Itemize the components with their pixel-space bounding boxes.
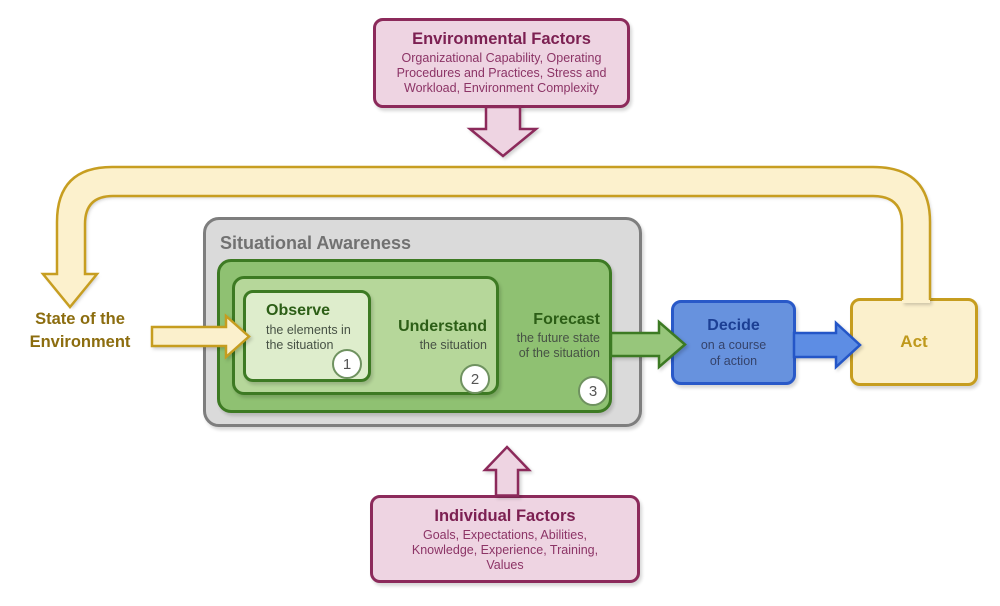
forecast-text: Forecast the future state of the situati… <box>517 310 600 361</box>
understand-title: Understand <box>398 318 487 335</box>
act-title: Act <box>900 332 928 351</box>
level-1-number: 1 <box>342 355 352 373</box>
level-1-badge: 1 <box>332 349 362 379</box>
environmental-factors-box: Environmental Factors Organizational Cap… <box>373 18 630 108</box>
individual-factors-box: Individual Factors Goals, Expectations, … <box>370 495 640 583</box>
level-3-badge: 3 <box>578 376 608 406</box>
state-of-environment-label: State of the Environment <box>29 310 131 351</box>
understand-text: Understand the situation <box>398 317 487 353</box>
level-3-number: 3 <box>588 382 598 400</box>
level-2-badge: 2 <box>460 364 490 394</box>
situational-awareness-title: Situational Awareness <box>220 233 412 253</box>
environmental-factors-body: Organizational Capability, Operating Pro… <box>396 51 607 95</box>
decide-box: Decide on a course of action <box>671 300 796 385</box>
level-2-number: 2 <box>470 370 480 388</box>
observe-title: Observe <box>266 302 331 319</box>
environmental-down-arrow <box>466 105 540 158</box>
forecast-subtitle: the future state of the situation <box>516 331 600 360</box>
individual-factors-title: Individual Factors <box>434 507 576 525</box>
environmental-factors-title: Environmental Factors <box>412 30 591 48</box>
observe-subtitle: the elements in the situation <box>266 323 351 352</box>
individual-up-arrow <box>482 445 532 497</box>
individual-factors-body: Goals, Expectations, Abilities, Knowledg… <box>411 528 599 572</box>
decide-subtitle: on a course of action <box>700 338 767 368</box>
understand-subtitle: the situation <box>419 338 487 352</box>
forecast-title: Forecast <box>533 311 600 328</box>
act-box: Act <box>850 298 978 386</box>
decide-title: Decide <box>707 317 760 334</box>
